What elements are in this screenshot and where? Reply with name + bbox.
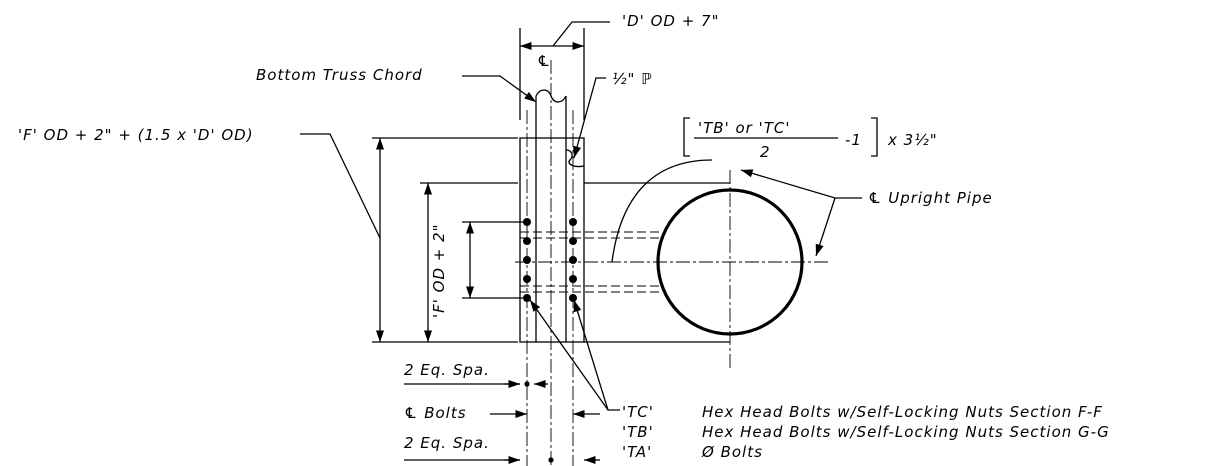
top-width-dimension: 'D' OD + 7" xyxy=(519,12,719,120)
half-inch-plate-label: ½" ℙ xyxy=(612,70,653,88)
bolt xyxy=(523,256,531,264)
bolt xyxy=(569,294,577,302)
formula-multiplier: x 3½" xyxy=(887,131,938,149)
hidden-lines xyxy=(515,231,830,293)
bottom-dimensions: 2 Eq. Spa. ℄ Bolts 2 Eq. Spa. xyxy=(404,361,600,465)
bolt xyxy=(569,256,577,264)
ta-description: Ø Bolts xyxy=(701,443,763,461)
tb-description: Hex Head Bolts w/Self-Locking Nuts Secti… xyxy=(702,423,1110,441)
overall-height-dimension: 'F' OD + 2" + (1.5 x 'D' OD) xyxy=(18,126,518,343)
bolt xyxy=(523,275,531,283)
bolt xyxy=(523,218,531,226)
formula-denominator: 2 xyxy=(760,143,771,161)
eq-spa-label-1: 2 Eq. Spa. xyxy=(404,361,490,379)
eq-spa-label-2: 2 Eq. Spa. xyxy=(404,434,490,452)
upright-pipe xyxy=(584,170,804,370)
spacing-formula: 'TB' or 'TC' 2 -1 x 3½" xyxy=(611,117,938,263)
f-od-vertical-label: 'F' OD + 2" xyxy=(430,223,448,318)
truss-chord-pipe xyxy=(535,60,567,466)
upright-pipe-label: ℄ Upright Pipe xyxy=(868,189,993,207)
bottom-truss-chord-callout: Bottom Truss Chord xyxy=(256,66,537,103)
centerline-symbol: ℄ xyxy=(537,52,551,70)
bolt-group xyxy=(523,218,577,302)
bolt xyxy=(569,237,577,245)
bolt-group-dimension xyxy=(462,221,524,299)
bolt xyxy=(569,218,577,226)
f-od-dimension: 'F' OD + 2" xyxy=(420,182,518,342)
tc-code: 'TC' xyxy=(622,403,654,421)
upright-pipe-callout: ℄ Upright Pipe xyxy=(740,169,993,257)
formula-minus-one: -1 xyxy=(845,131,862,149)
tb-code: 'TB' xyxy=(622,423,654,441)
bottom-truss-chord-label: Bottom Truss Chord xyxy=(256,66,423,84)
tc-description: Hex Head Bolts w/Self-Locking Nuts Secti… xyxy=(702,403,1103,421)
overall-height-label: 'F' OD + 2" + (1.5 x 'D' OD) xyxy=(18,126,254,144)
bolt xyxy=(523,237,531,245)
side-plates xyxy=(519,110,585,466)
bolt xyxy=(569,275,577,283)
ta-code: 'TA' xyxy=(622,443,652,461)
formula-numerator: 'TB' or 'TC' xyxy=(698,119,790,137)
bolt-legend: 'TC' Hex Head Bolts w/Self-Locking Nuts … xyxy=(529,299,1110,461)
bolt xyxy=(523,294,531,302)
cl-bolts-label: ℄ Bolts xyxy=(404,404,467,422)
d-od-label: 'D' OD + 7" xyxy=(622,12,719,30)
half-inch-plate-callout: ½" ℙ xyxy=(573,70,653,159)
